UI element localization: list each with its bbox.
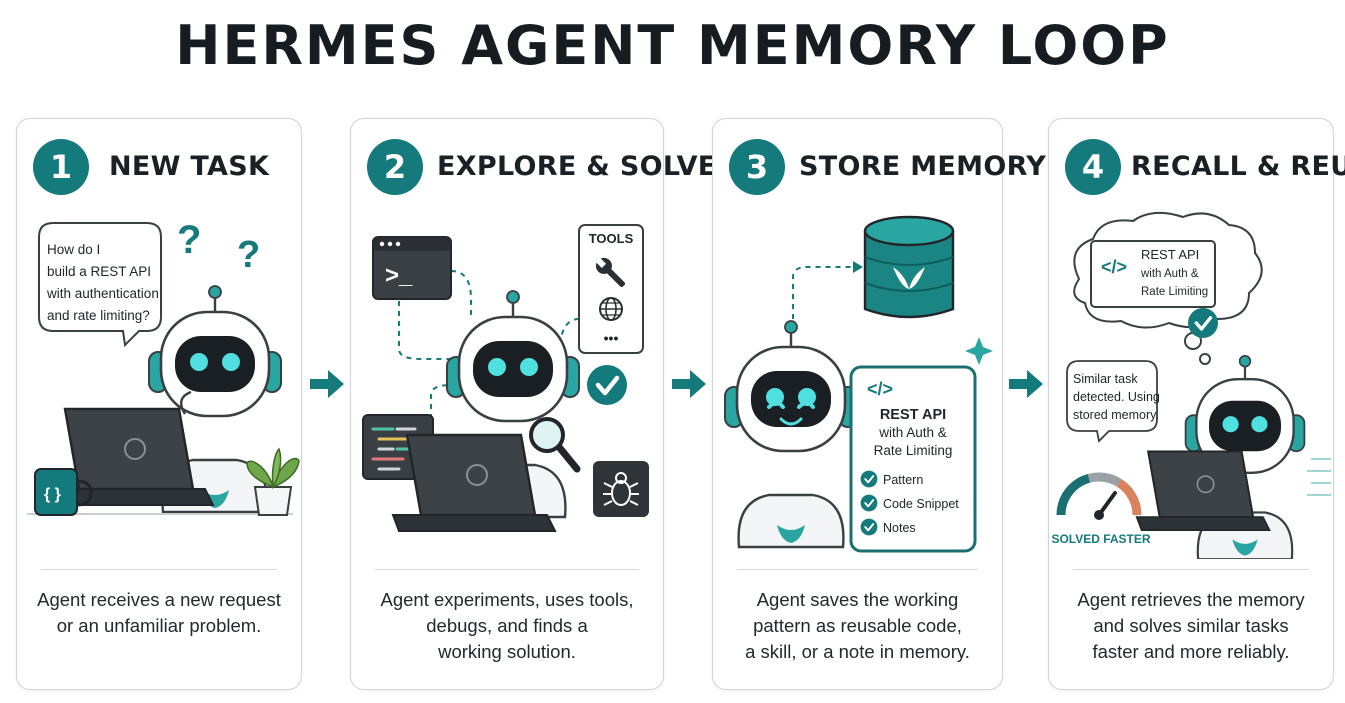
database-icon <box>863 215 955 319</box>
code-tag-icon: </> <box>1101 257 1127 277</box>
description-line: or an unfamiliar problem. <box>56 615 262 636</box>
bubble-line: stored memory. <box>1073 408 1159 422</box>
recall-text-line: Rate Limiting <box>1141 286 1208 298</box>
recall-reuse-illustration: </> REST API with Auth & Rate Limiting S… <box>1051 211 1331 559</box>
card-divider <box>737 569 978 570</box>
check-icon <box>859 493 879 513</box>
step-card-new-task: 1 NEW TASK How do I build a REST API wit… <box>16 118 302 690</box>
step-title: RECALL & REUSE <box>1131 151 1345 182</box>
plant-icon <box>246 447 300 516</box>
step-title: STORE MEMORY <box>799 151 1047 182</box>
bubble-line: detected. Using <box>1073 390 1160 404</box>
speedometer-icon <box>1056 472 1142 520</box>
description-line: faster and more reliably. <box>1092 641 1290 662</box>
check-icon <box>587 365 627 405</box>
checklist-item: Notes <box>883 521 916 535</box>
description-line: pattern as reusable code, <box>753 615 962 636</box>
tools-more: ••• <box>604 330 619 346</box>
step-description: Agent receives a new request or an unfam… <box>27 587 291 639</box>
gauge-label: SOLVED FASTER <box>1051 532 1150 546</box>
memory-note-card: </> REST API with Auth & Rate Limiting P… <box>849 365 977 553</box>
note-title-line: REST API <box>880 407 946 423</box>
card-divider <box>375 569 639 570</box>
step-title: EXPLORE & SOLVE <box>437 151 717 182</box>
description-line: a skill, or a note in memory. <box>745 641 970 662</box>
step-header: 3 STORE MEMORY <box>713 139 1046 195</box>
page-title: HERMES AGENT MEMORY LOOP <box>175 14 1170 77</box>
step-number-badge: 2 <box>367 139 423 195</box>
step-card-recall-reuse: 4 RECALL & REUSE </> REST API with Auth … <box>1048 118 1345 690</box>
note-title-line: with Auth & <box>878 425 947 440</box>
step-number-badge: 1 <box>33 139 89 195</box>
description-line: Agent receives a new request <box>37 589 281 610</box>
flow-arrow-icon <box>1009 370 1043 398</box>
bubble-line: How do I <box>47 242 100 257</box>
card-divider <box>41 569 277 570</box>
step-description: Agent retrieves the memory and solves si… <box>1059 587 1323 665</box>
new-task-illustration: How do I build a REST API with authentic… <box>27 218 300 516</box>
globe-icon <box>599 297 623 321</box>
step-description: Agent saves the working pattern as reusa… <box>723 587 992 665</box>
bubble-line: build a REST API <box>47 264 151 279</box>
bubble-line: Similar task <box>1073 372 1138 386</box>
recall-text-line: with Auth & <box>1140 268 1199 280</box>
mug-icon: { } <box>34 468 93 516</box>
check-icon <box>859 469 879 489</box>
tools-label: TOOLS <box>589 231 634 246</box>
step-header: 2 EXPLORE & SOLVE <box>351 139 716 195</box>
step-description: Agent experiments, uses tools, debugs, a… <box>361 587 653 665</box>
step-header: 4 RECALL & REUSE <box>1049 139 1345 195</box>
bubble-line: with authentication <box>46 286 159 301</box>
bubble-line: and rate limiting? <box>47 308 150 323</box>
robot-avatar <box>147 284 283 514</box>
description-line: Agent retrieves the memory <box>1077 589 1305 610</box>
description-line: Agent experiments, uses tools, <box>380 589 634 610</box>
checklist-item: Pattern <box>883 473 923 487</box>
checklist-item: Code Snippet <box>883 497 959 511</box>
speech-bubble: Similar task detected. Using stored memo… <box>1066 360 1160 443</box>
speech-bubble: How do I build a REST API with authentic… <box>38 222 162 348</box>
sparkle-icon <box>965 337 993 365</box>
description-line: debugs, and finds a <box>426 615 588 636</box>
step-card-store-memory: 3 STORE MEMORY </> REST API with Auth & … <box>712 118 1046 690</box>
wrench-icon <box>594 256 626 288</box>
explore-solve-illustration: >_ TOOLS ••• <box>362 224 649 533</box>
description-line: working solution. <box>438 641 576 662</box>
question-mark-icon: ? <box>237 234 260 276</box>
question-mark-icon: ? <box>177 218 201 262</box>
step-header: 1 NEW TASK <box>17 139 301 195</box>
step-card-explore-solve: 2 EXPLORE & SOLVE >_ TOOLS <box>350 118 716 690</box>
flow-arrow-icon <box>310 370 344 398</box>
check-icon <box>1186 306 1220 340</box>
tools-panel: TOOLS ••• <box>578 224 644 354</box>
step-number-badge: 3 <box>729 139 785 195</box>
note-title-line: Rate Limiting <box>874 443 953 458</box>
terminal-prompt: >_ <box>385 262 413 289</box>
recall-window: </> REST API with Auth & Rate Limiting <box>1090 240 1216 308</box>
terminal-icon: >_ <box>372 236 452 300</box>
description-line: and solves similar tasks <box>1093 615 1289 636</box>
recall-text-line: REST API <box>1141 247 1199 262</box>
code-tag-icon: </> <box>867 379 893 399</box>
store-memory-illustration: </> REST API with Auth & Rate Limiting P… <box>723 215 993 553</box>
check-icon <box>859 517 879 537</box>
description-line: Agent saves the working <box>756 589 959 610</box>
step-number-badge: 4 <box>1065 139 1121 195</box>
bug-icon <box>593 461 649 517</box>
step-title: NEW TASK <box>109 151 270 182</box>
magnifier-icon <box>529 417 581 473</box>
card-divider <box>1073 569 1309 570</box>
flow-arrow-icon <box>672 370 706 398</box>
robot-avatar <box>723 319 859 549</box>
svg-text:{ }: { } <box>44 486 61 503</box>
